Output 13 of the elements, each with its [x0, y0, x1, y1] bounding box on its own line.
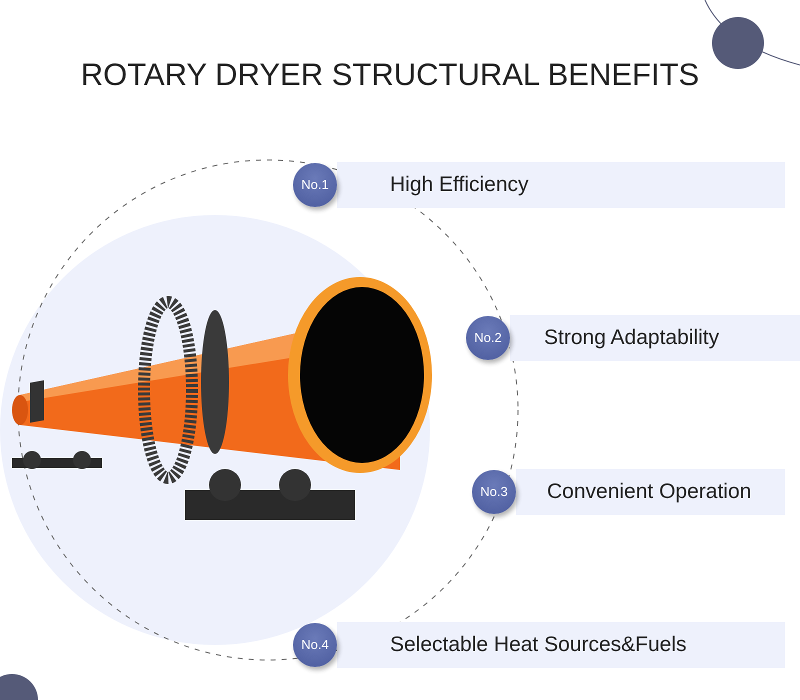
number-badge: No.1 — [293, 163, 337, 207]
benefit-band — [337, 622, 785, 668]
benefit-title: High Efficiency — [390, 173, 529, 197]
number-badge: No.4 — [293, 623, 337, 667]
benefit-title: Strong Adaptability — [544, 326, 720, 350]
number-badge: No.2 — [466, 316, 510, 360]
number-badge: No.3 — [472, 470, 516, 514]
title: ROTARY DRYER STRUCTURAL BENEFITS — [80, 58, 700, 92]
benefit-band — [337, 162, 785, 208]
benefit-band — [516, 469, 785, 515]
benefit-title: Selectable Heat Sources&Fuels — [390, 633, 686, 657]
benefit-band — [510, 315, 800, 361]
benefit-title: Convenient Operation — [547, 480, 752, 504]
